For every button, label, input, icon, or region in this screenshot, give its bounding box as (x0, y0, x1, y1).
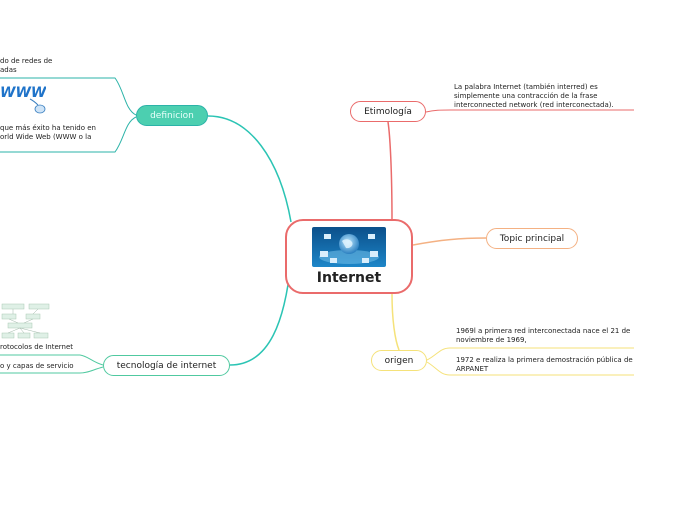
central-topic-title: Internet (316, 270, 382, 286)
origen-item-1-line-1: 1969l a primera red interconectada nace … (456, 327, 631, 335)
branch-etimologia[interactable]: Etimología (350, 101, 426, 122)
connector-origen-item1 (426, 347, 634, 361)
connector-definicion (207, 115, 292, 223)
connector-etimologia-detail (425, 109, 634, 113)
protocol-stack-icon (0, 301, 52, 341)
tecnologia-item-protocolos: rotocolos de Internet (0, 343, 74, 351)
branch-tecnologia-de-internet[interactable]: tecnología de internet (103, 355, 230, 376)
connector-origen-item2 (426, 361, 634, 376)
etimologia-detail-line-1: La palabra Internet (también interred) e… (454, 83, 598, 91)
central-topic-node[interactable]: Internet (285, 219, 413, 294)
www-logo-text: WWW (0, 85, 46, 101)
connector-definicion-items (0, 77, 137, 153)
connector-topic (412, 237, 487, 246)
connector-origen (391, 293, 400, 351)
definicion-item-1-line-2: adas (0, 66, 17, 74)
tecnologia-item-capas: o y capas de servicio (0, 362, 74, 370)
connector-tecnologia (229, 261, 292, 366)
origen-item-2-line-1: 1972 e realiza la primera demostración p… (456, 356, 633, 364)
definicion-item-2-line-2: orld Wide Web (WWW o la (0, 133, 92, 141)
globe-network-icon (312, 227, 386, 267)
origen-item-2-line-2: ARPANET (456, 365, 489, 373)
branch-topic-principal[interactable]: Topic principal (486, 228, 578, 249)
branch-origen[interactable]: origen (371, 350, 427, 371)
www-mouse-icon: WWW (0, 83, 46, 115)
connector-etimologia (387, 121, 393, 223)
origen-item-1-line-2: noviembre de 1969, (456, 336, 527, 344)
etimologia-detail-line-3: interconnected network (red interconecta… (454, 101, 614, 109)
definicion-item-1-line-1: do de redes de (0, 57, 53, 65)
definicion-item-2-line-1: que más éxito ha tenido en (0, 124, 96, 132)
branch-definicion[interactable]: definicion (136, 105, 208, 126)
connector-tecnologia-items (0, 354, 104, 374)
etimologia-detail-line-2: simplemente una contracción de la frase (454, 92, 598, 100)
